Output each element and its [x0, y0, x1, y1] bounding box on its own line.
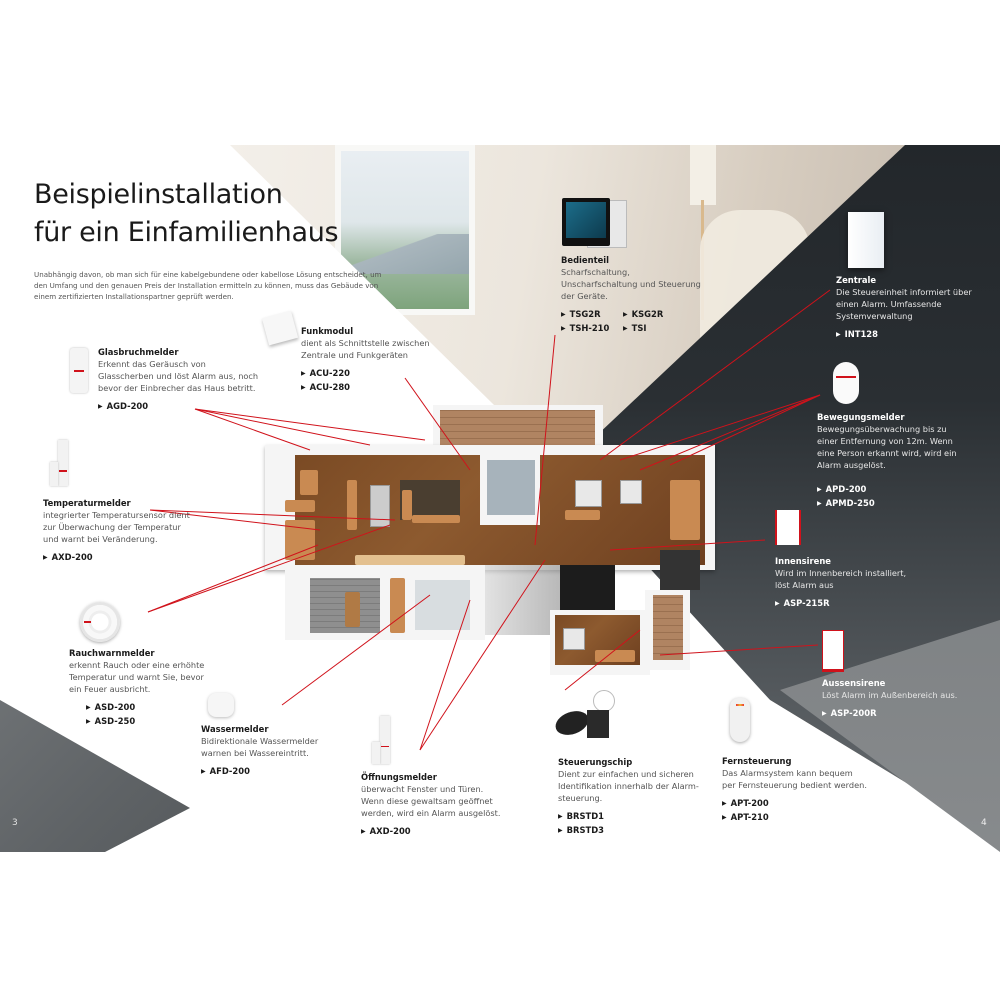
- page-number-right: 4: [981, 818, 987, 828]
- glass-break-detector-icon: [70, 348, 88, 393]
- smoke-detector-icon: [80, 602, 120, 642]
- device-description: Das Alarmsystem kann bequem per Fernsteu…: [722, 768, 867, 790]
- outdoor-siren-icon: [822, 630, 844, 672]
- device-name: Aussensirene: [822, 678, 886, 688]
- device-name: Rauchwarnmelder: [69, 648, 155, 658]
- model-link[interactable]: APD-200: [817, 483, 967, 497]
- device-wassermelder: Wassermelder Bidirektionale Wassermelder…: [201, 723, 351, 779]
- model-link[interactable]: ASD-200: [86, 701, 214, 715]
- floor-lamp: [690, 145, 716, 205]
- model-list: ACU-220 ACU-280: [301, 367, 456, 395]
- model-link[interactable]: ASD-250: [86, 715, 214, 729]
- device-description: Wird im Innenbereich installiert, löst A…: [775, 568, 907, 590]
- indoor-siren-icon: [775, 510, 801, 545]
- model-list: ASP-215R: [775, 597, 915, 611]
- device-name: Glasbruchmelder: [98, 347, 179, 357]
- device-description: Löst Alarm im Außenbereich aus.: [822, 690, 958, 700]
- model-link[interactable]: INT128: [836, 328, 986, 342]
- model-link[interactable]: KSG2R: [623, 308, 683, 322]
- device-description: Erkennt das Geräusch von Glasscherben un…: [98, 359, 259, 393]
- device-name: Innensirene: [775, 556, 831, 566]
- device-temperaturmelder: Temperaturmelder integrierter Temperatur…: [43, 497, 193, 565]
- device-funkmodul: Funkmodul dient als Schnittstelle zwisch…: [301, 325, 456, 395]
- device-description: Bewegungsüberwachung bis zu einer Entfer…: [817, 424, 957, 470]
- model-link[interactable]: AXD-200: [361, 825, 506, 839]
- model-link[interactable]: ASP-200R: [822, 707, 982, 721]
- device-description: Dient zur einfachen und sicheren Identif…: [558, 769, 699, 803]
- page-title: Beispielinstallation für ein Einfamilien…: [34, 176, 339, 252]
- model-list: AXD-200: [43, 551, 193, 565]
- device-fernsteuerung: Fernsteuerung Das Alarmsystem kann beque…: [722, 755, 867, 825]
- title-line-1: Beispielinstallation: [34, 179, 283, 210]
- device-aussensirene: Aussensirene Löst Alarm im Außenbereich …: [822, 677, 982, 721]
- intro-paragraph: Unabhängig davon, ob man sich für eine k…: [34, 270, 382, 302]
- device-description: erkennt Rauch oder eine erhöhte Temperat…: [69, 660, 205, 694]
- remote-control-icon: [730, 698, 750, 742]
- model-link[interactable]: TSI: [623, 322, 683, 336]
- page-number-left: 3: [12, 818, 18, 828]
- model-list: AFD-200: [201, 765, 351, 779]
- model-list: ASD-200 ASD-250: [69, 701, 214, 729]
- device-name: Wassermelder: [201, 724, 269, 734]
- model-list: AGD-200: [98, 400, 263, 414]
- white-top-area: [0, 0, 1000, 145]
- device-name: Öffnungsmelder: [361, 772, 437, 782]
- model-list: APD-200 APMD-250: [817, 483, 967, 511]
- device-description: überwacht Fenster und Türen. Wenn diese …: [361, 784, 501, 818]
- model-link[interactable]: ACU-280: [301, 381, 456, 395]
- device-oeffnungsmelder: Öffnungsmelder überwacht Fenster und Tür…: [361, 771, 506, 839]
- device-name: Fernsteuerung: [722, 756, 792, 766]
- model-link[interactable]: TSH-210: [561, 322, 623, 336]
- model-list: ASP-200R: [822, 707, 982, 721]
- model-list: INT128: [836, 328, 986, 342]
- model-link[interactable]: APMD-250: [817, 497, 967, 511]
- control-panel-icon: [848, 212, 884, 268]
- model-link[interactable]: APT-200: [722, 797, 867, 811]
- model-link[interactable]: ASP-215R: [775, 597, 915, 611]
- temperature-sensor-icon: [48, 440, 72, 486]
- floor-plan: [265, 400, 720, 675]
- device-name: Steuerungschip: [558, 757, 633, 767]
- device-bewegungsmelder: Bewegungsmelder Bewegungsüberwachung bis…: [817, 411, 967, 511]
- model-link[interactable]: AGD-200: [98, 400, 263, 414]
- model-list: BRSTD1 BRSTD3: [558, 810, 703, 838]
- device-steuerungschip: Steuerungschip Dient zur einfachen und s…: [558, 756, 703, 838]
- model-list: APT-200 APT-210: [722, 797, 867, 825]
- device-description: Scharfschaltung, Unscharfschaltung und S…: [561, 267, 701, 301]
- model-link[interactable]: BRSTD3: [558, 824, 703, 838]
- device-name: Bedienteil: [561, 255, 609, 265]
- device-bedienteil: Bedienteil Scharfschaltung, Unscharfscha…: [561, 254, 701, 336]
- device-name: Zentrale: [836, 275, 877, 285]
- device-description: Bidirektionale Wassermelder warnen bei W…: [201, 736, 319, 758]
- device-name: Funkmodul: [301, 326, 354, 336]
- title-line-2: für ein Einfamilienhaus: [34, 217, 339, 248]
- device-name: Temperaturmelder: [43, 498, 131, 508]
- motion-detector-icon: [833, 362, 859, 404]
- model-link[interactable]: ACU-220: [301, 367, 456, 381]
- model-link[interactable]: TSG2R: [561, 308, 623, 322]
- device-description: integrierter Temperatursensor dient zur …: [43, 510, 190, 544]
- proximity-tag-icon: [552, 690, 615, 750]
- device-description: Die Steuereinheit informiert über einen …: [836, 287, 972, 321]
- door-window-contact-icon: [370, 716, 394, 764]
- model-link[interactable]: BRSTD1: [558, 810, 703, 824]
- model-list: AXD-200: [361, 825, 506, 839]
- device-innensirene: Innensirene Wird im Innenbereich install…: [775, 555, 915, 611]
- device-name: Bewegungsmelder: [817, 412, 905, 422]
- device-description: dient als Schnittstelle zwischen Zentral…: [301, 338, 430, 360]
- device-glasbruchmelder: Glasbruchmelder Erkennt das Geräusch von…: [98, 346, 263, 414]
- model-link[interactable]: AXD-200: [43, 551, 193, 565]
- model-link[interactable]: APT-210: [722, 811, 867, 825]
- device-zentrale: Zentrale Die Steuereinheit informiert üb…: [836, 274, 986, 342]
- device-rauchwarnmelder: Rauchwarnmelder erkennt Rauch oder eine …: [69, 647, 214, 729]
- model-link[interactable]: AFD-200: [201, 765, 351, 779]
- model-list: TSG2R KSG2R TSH-210 TSI: [561, 308, 701, 336]
- touch-keypad-icon: [562, 198, 627, 250]
